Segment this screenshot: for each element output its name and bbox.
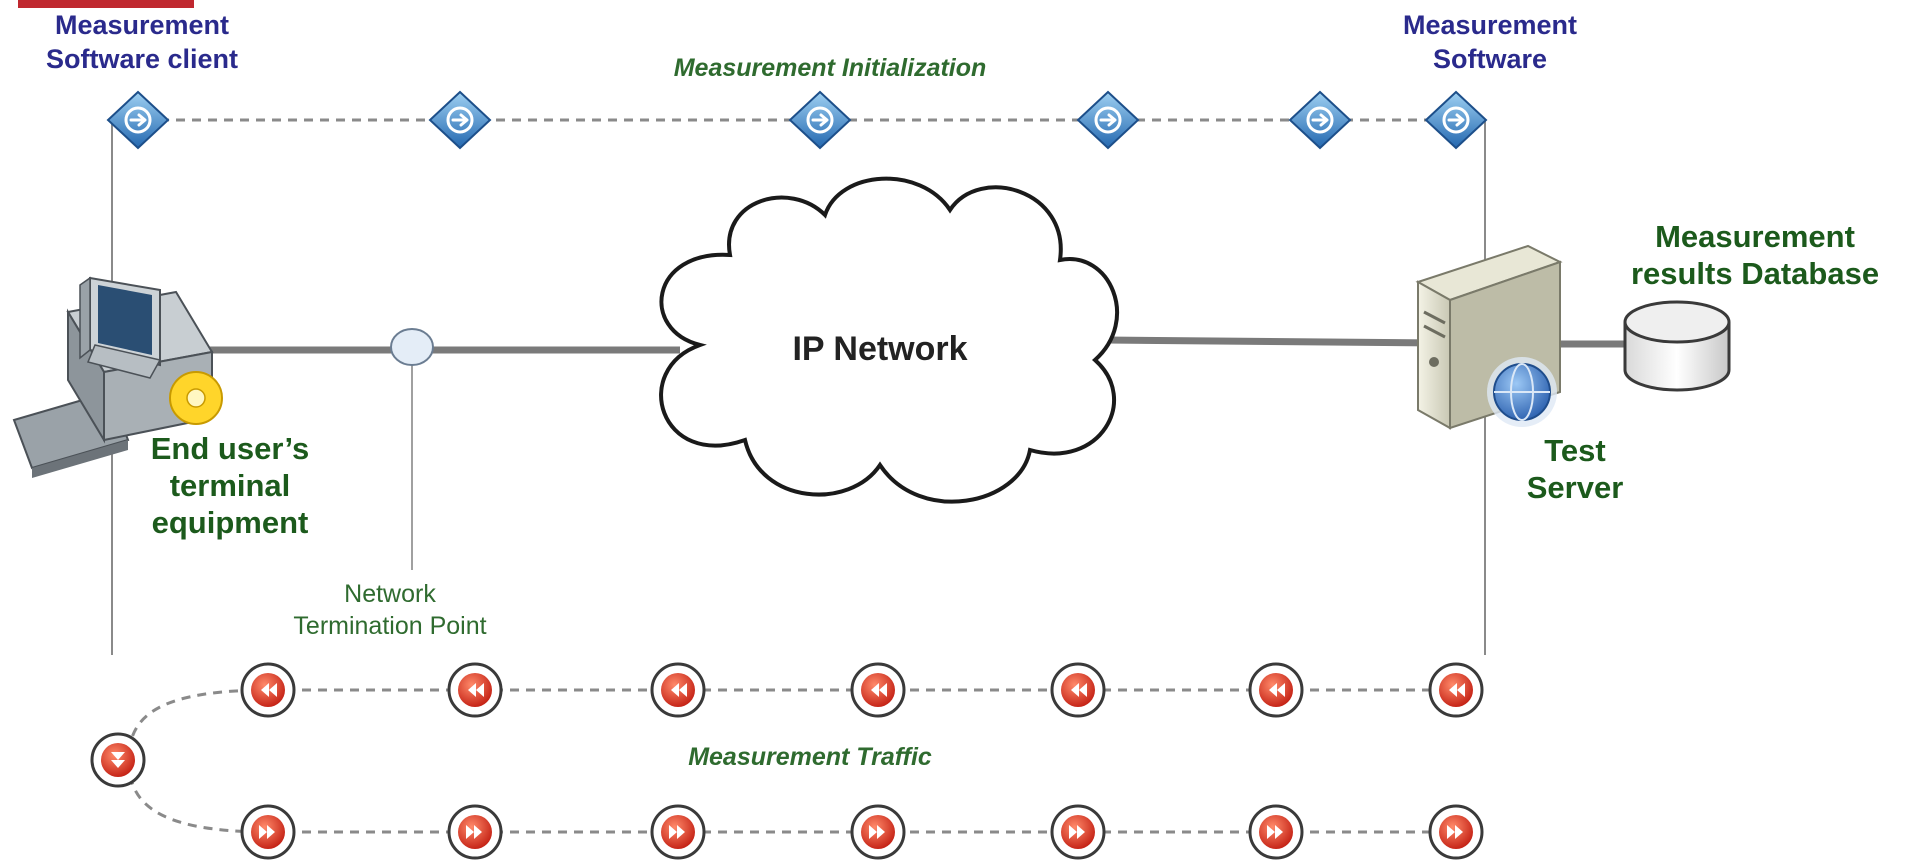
diamond-arrow-icon [1288, 90, 1352, 150]
diamond-arrow-icon [1076, 90, 1140, 150]
diamond-arrow-icon [428, 90, 492, 150]
traffic-turn-marker [90, 732, 146, 788]
client-software-label-line2: Software client [45, 44, 239, 74]
server-software-label: Measurement Software [1380, 8, 1600, 76]
client-software-label: Measurement Software client [22, 8, 262, 76]
terminal-equipment-label: End user’s terminal equipment [120, 430, 340, 541]
rewind-icon [850, 662, 906, 718]
rewind-icon [447, 662, 503, 718]
terminal-equipment-line2: terminal [169, 468, 291, 503]
server-software-label-line2: Software [1432, 44, 1548, 74]
rewind-icon [650, 662, 706, 718]
corner-tab [18, 0, 194, 8]
traffic-return-markers [240, 662, 1484, 718]
database-label-line2: results Database [1630, 256, 1880, 291]
traffic-forward-markers [240, 804, 1484, 860]
ntp-label-line1: Network [344, 580, 436, 608]
server-tower-icon [1415, 244, 1563, 430]
rewind-icon [1248, 662, 1304, 718]
fast-forward-icon [240, 804, 296, 860]
fast-forward-icon [1050, 804, 1106, 860]
ip-network-label: IP Network [792, 330, 968, 368]
traffic-label: Measurement Traffic [688, 743, 932, 771]
fast-forward-icon [1428, 804, 1484, 860]
test-server-label-line2: Server [1526, 470, 1624, 505]
initialization-label: Measurement Initialization [673, 54, 987, 82]
terminal-equipment-line3: equipment [151, 505, 309, 540]
database-label: Measurement results Database [1596, 218, 1914, 292]
test-server-label: Test Server [1505, 432, 1645, 506]
diamond-arrow-icon [106, 90, 170, 150]
test-server-label-line1: Test [1544, 433, 1606, 468]
ntp-label-line2: Termination Point [293, 612, 487, 640]
diamond-arrow-icon [788, 90, 852, 150]
ntp-node-icon [390, 328, 434, 366]
rewind-icon [1428, 662, 1484, 718]
fast-forward-icon [850, 804, 906, 860]
diamond-arrow-icon [1424, 90, 1488, 150]
ip-network-cloud-icon [659, 176, 1120, 504]
fast-forward-icon [1248, 804, 1304, 860]
rewind-icon [1050, 662, 1106, 718]
desktop-computer-icon [12, 276, 223, 478]
fast-forward-icon [650, 804, 706, 860]
ntp-label: Network Termination Point [255, 578, 525, 642]
initialization-markers [106, 90, 1488, 150]
fast-forward-icon [447, 804, 503, 860]
terminal-equipment-line1: End user’s [150, 431, 310, 466]
down-arrows-icon [90, 732, 146, 788]
rewind-icon [240, 662, 296, 718]
database-cylinder-icon [1623, 300, 1731, 392]
database-label-line1: Measurement [1655, 219, 1855, 254]
client-software-label-line1: Measurement [54, 10, 230, 40]
server-link [1104, 336, 1441, 347]
server-software-label-line1: Measurement [1402, 10, 1578, 40]
